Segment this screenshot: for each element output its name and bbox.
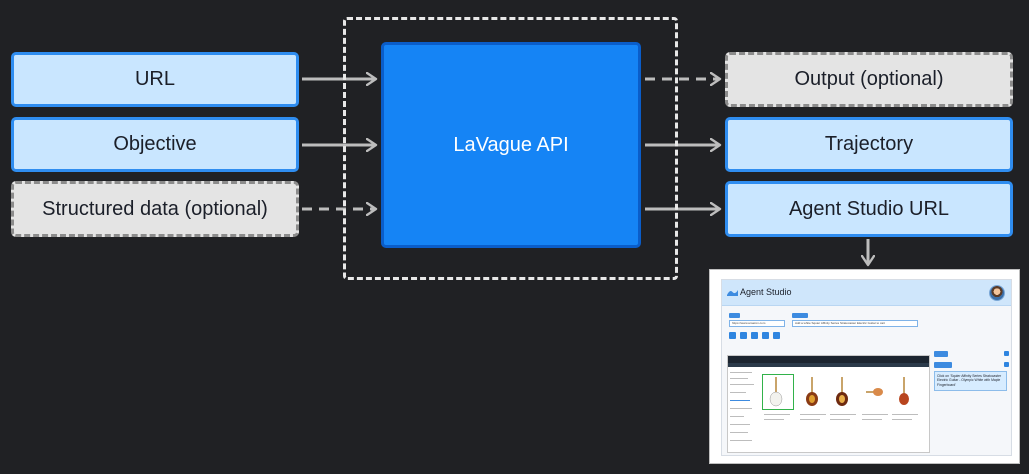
avatar[interactable]	[989, 285, 1005, 301]
run-button[interactable]	[729, 332, 736, 339]
instruction-panel: Click on 'Squier Affinity Series Stratoc…	[934, 371, 1007, 391]
output-trajectory-box: Trajectory	[725, 117, 1013, 172]
wave-logo-icon	[727, 290, 738, 296]
guitar-natural-image	[866, 388, 883, 396]
export-button[interactable]	[762, 332, 769, 339]
expand-instruction-button[interactable]	[1004, 362, 1009, 367]
input-objective-label: Objective	[113, 133, 197, 155]
expand-thoughts-button[interactable]	[1004, 351, 1009, 356]
guitar-sunburst-image	[806, 377, 818, 406]
agent-studio-screenshot: Agent Studio https://www.amazon.com Add …	[709, 269, 1020, 464]
output-agent-studio-url-label: Agent Studio URL	[788, 197, 950, 220]
browser-nav-bar	[728, 363, 929, 367]
guitar-white-image	[769, 377, 783, 407]
url-field[interactable]: https://www.amazon.com	[729, 320, 785, 327]
output-agent-studio-url-box: Agent Studio URL	[725, 181, 1013, 237]
agent-studio-window: Agent Studio https://www.amazon.com Add …	[721, 279, 1012, 456]
guitar-red-image	[899, 377, 909, 405]
instruction-tag	[934, 362, 952, 368]
objective-field[interactable]: Add a white Squier Affinity Series Strat…	[792, 320, 918, 327]
agent-studio-header: Agent Studio	[722, 280, 1011, 306]
filter-sidebar	[730, 370, 760, 450]
input-objective-box: Objective	[11, 117, 299, 172]
input-structured-data-box: Structured data (optional)	[11, 181, 299, 237]
output-optional-label: Output (optional)	[794, 68, 944, 90]
lavague-api-box: LaVague API	[381, 42, 641, 248]
record-button[interactable]	[751, 332, 758, 339]
lavague-api-label: LaVague API	[453, 133, 569, 156]
output-optional-box: Output (optional)	[725, 52, 1013, 107]
stop-button[interactable]	[773, 332, 780, 339]
input-url-label: URL	[134, 68, 175, 90]
guitar-sunburst-2-image	[836, 377, 848, 406]
input-structured-data-label: Structured data (optional)	[42, 197, 268, 220]
highlighted-product[interactable]	[762, 374, 794, 410]
browser-screenshot-preview	[727, 355, 930, 453]
input-url-box: URL	[11, 52, 299, 107]
step-button[interactable]	[740, 332, 747, 339]
agent-studio-title: Agent Studio	[740, 287, 792, 297]
url-field-tag	[729, 313, 740, 318]
objective-field-tag	[792, 313, 808, 318]
api-boundary-frame	[343, 17, 678, 280]
thoughts-tag	[934, 351, 948, 357]
output-trajectory-label: Trajectory	[824, 133, 914, 155]
browser-top-bar	[728, 356, 929, 363]
